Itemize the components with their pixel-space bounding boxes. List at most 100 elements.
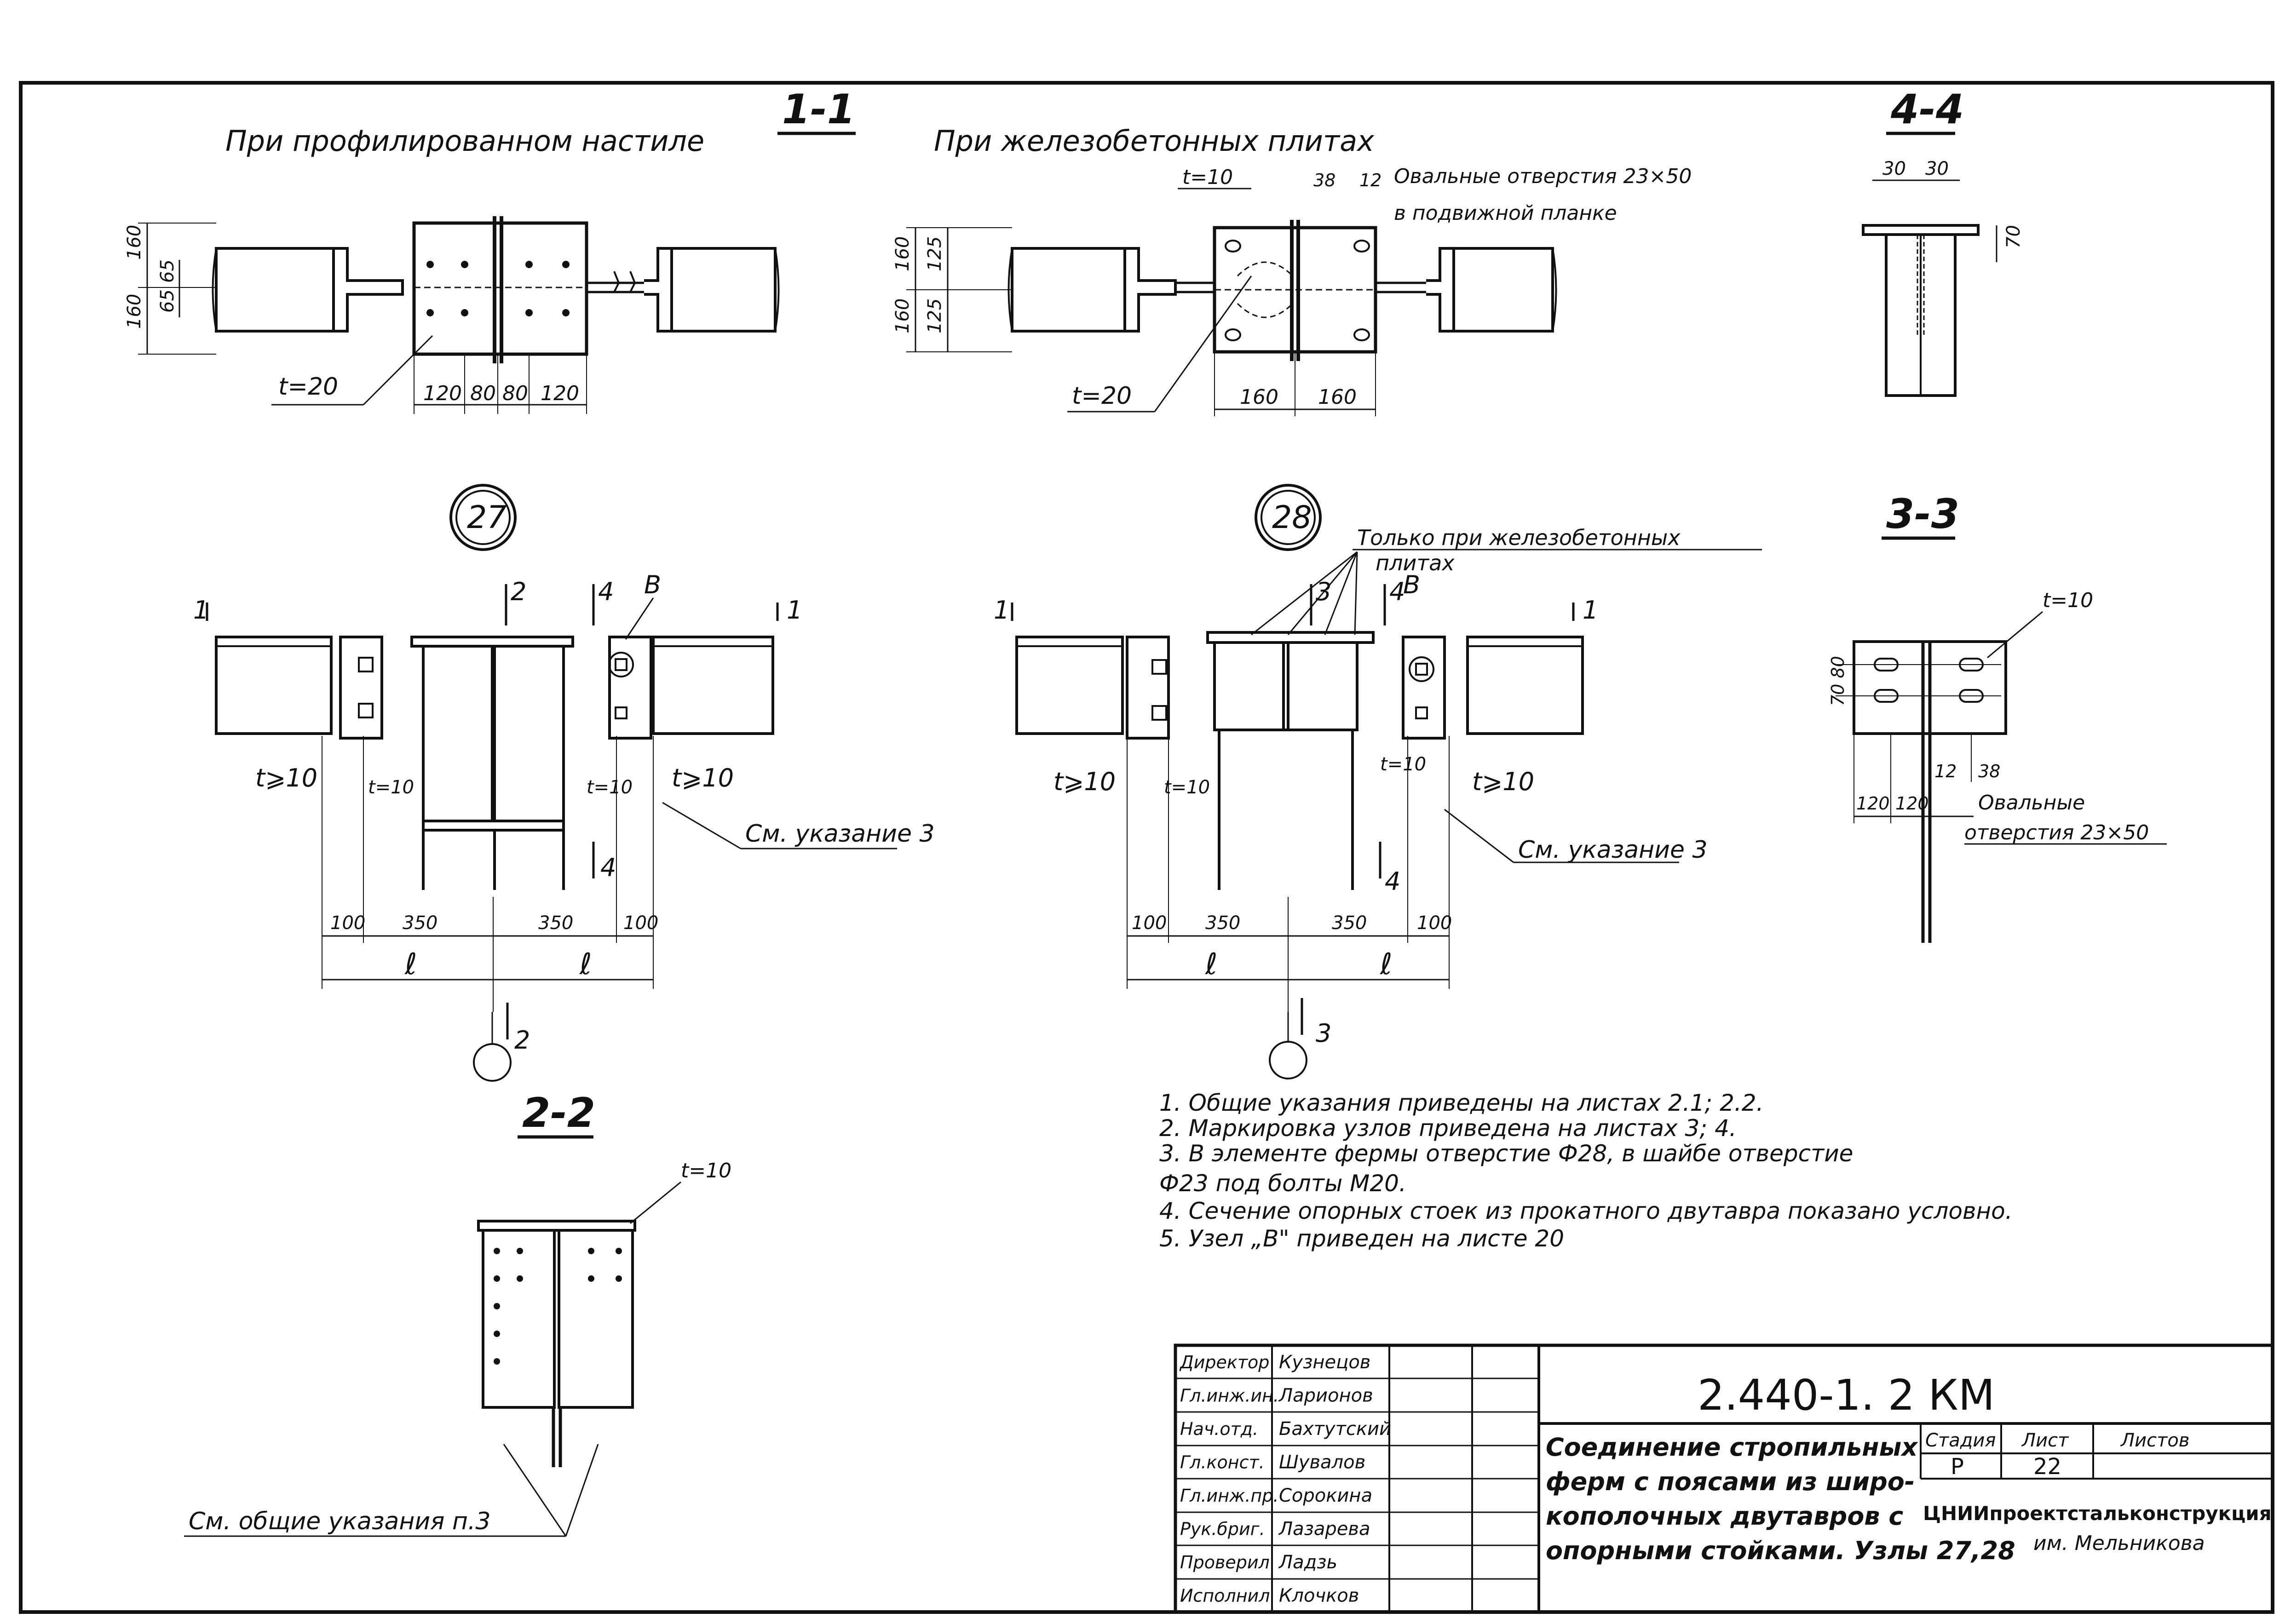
role-name: Лазарева [1278,1519,1370,1540]
role-name: Кузнецов [1279,1352,1370,1373]
svg-text:80: 80 [470,382,496,405]
role-name: Ларионов [1278,1385,1373,1406]
svg-text:t=10: t=10 [1182,166,1233,189]
svg-text:100: 100 [623,912,658,934]
svg-text:350: 350 [1332,912,1367,934]
role-label: Проверил [1180,1552,1270,1572]
svg-text:120: 120 [1895,793,1929,814]
node-27: 27 1 2 4 В 1 t⩾10 t=10 t= [193,484,935,1082]
svg-text:120: 120 [541,382,579,405]
svg-text:160: 160 [1318,385,1357,409]
role-name: Клочков [1279,1585,1359,1607]
role-label: Исполнил [1180,1586,1270,1606]
svg-text:4: 4 [1385,867,1400,896]
svg-text:4: 4 [1389,577,1405,606]
title-block: 2.440-1. 2 КМ Соединение стропильных фер… [1174,1343,2274,1614]
section-3-3: 3-3 t=10 70 80 12 38 120 120 Овальные от… [1828,490,2167,943]
beam-left-11 [215,247,335,333]
svg-text:ℓ: ℓ [579,947,592,981]
role-label: Гл.инж.пр. [1180,1486,1278,1506]
svg-text:t⩾10: t⩾10 [672,763,734,792]
svg-text:t=10: t=10 [368,777,414,798]
svg-text:160: 160 [124,294,145,329]
sheet-label: Лист [2021,1430,2069,1451]
svg-text:12: 12 [1359,170,1382,190]
svg-text:t=10: t=10 [681,1159,731,1182]
svg-text:ℓ: ℓ [1205,947,1217,981]
svg-text:80: 80 [502,382,528,405]
t20-label-11b: t=20 [1072,382,1132,410]
note-3b: Ф23 под болты М20. [1159,1170,1406,1197]
svg-text:t⩾10: t⩾10 [255,763,317,792]
svg-text:3: 3 [1316,577,1331,606]
note-1: 1. Общие указания приведены на листах 2.… [1159,1090,1763,1116]
svg-text:t=10: t=10 [1164,777,1210,798]
svg-text:4: 4 [598,577,614,606]
svg-text:70: 70 [2003,225,2024,248]
svg-text:100: 100 [1132,912,1167,934]
only-rc-1: Только при железобетонных [1357,525,1681,550]
note-2: 2. Маркировка узлов приведена на листах … [1159,1115,1737,1142]
svg-text:160: 160 [892,236,913,271]
node-28: 28 Только при железобетонных плитах 1 3 … [994,484,1762,1079]
svg-text:160: 160 [1240,385,1278,409]
svg-text:4: 4 [600,853,616,882]
svg-text:t⩾10: t⩾10 [1053,767,1116,796]
role-label: Директор [1179,1352,1269,1372]
only-rc-2: плитах [1376,551,1455,575]
section-title-3-3: 3-3 [1886,490,1959,538]
sheets-label: Листов [2120,1430,2189,1451]
org-name: ЦНИИпроектстальконструкция [1923,1502,2272,1525]
svg-text:65: 65 [157,289,178,313]
see-general-3: См. общие указания п.3 [189,1508,491,1535]
section-title-1-1: 1-1 [782,86,855,133]
section-1-1-rc-slabs: При железобетонных плитах t=10 38 12 Ова… [892,124,1692,416]
section-4-4: 4-4 30 30 70 [1862,86,2024,397]
beam-right-11b [1452,247,1554,333]
general-notes: 1. Общие указания приведены на листах 2.… [1159,1090,2013,1252]
svg-text:125: 125 [924,298,945,333]
section-2-2: 2-2 t=10 См. общие указания п.3 [184,1089,731,1537]
svg-text:3: 3 [1316,1019,1331,1048]
svg-text:t=10: t=10 [587,777,633,798]
role-name: Сорокина [1279,1485,1372,1506]
svg-text:160: 160 [124,225,145,260]
svg-text:1: 1 [787,596,802,625]
role-name: Шувалов [1279,1452,1365,1473]
oval-holes-caption: Овальные отверстия 23×50 [1394,165,1692,188]
org-name-2: им. Мельникова [2033,1532,2205,1555]
caption-rc-slabs: При железобетонных плитах [934,124,1375,158]
role-label: Рук.бриг. [1180,1519,1265,1539]
svg-text:12: 12 [1934,761,1957,781]
section-title-2-2: 2-2 [522,1089,595,1136]
see-note3-27: См. указание 3 [745,820,935,848]
svg-text:70 80: 70 80 [1828,656,1848,706]
svg-text:ℓ: ℓ [404,947,417,981]
svg-text:125: 125 [924,236,945,271]
t20-label-11: t=20 [278,373,338,401]
svg-text:30: 30 [1925,158,1949,179]
note-3: 3. В элементе фермы отверстие Ф28, в шай… [1159,1140,1853,1167]
svg-text:100: 100 [330,912,365,934]
svg-text:1: 1 [994,596,1009,625]
svg-text:65: 65 [157,259,178,283]
title-line-3: кополочных двутавров с [1546,1502,1903,1531]
title-line-1: Соединение стропильных [1546,1433,1918,1462]
svg-text:38: 38 [1313,170,1335,190]
svg-text:350: 350 [403,912,437,934]
node-number-28: 28 [1272,499,1312,536]
node-number-27: 27 [467,499,507,536]
svg-text:ℓ: ℓ [1380,947,1392,981]
stage-value: Р [1951,1454,1964,1480]
section-title-4-4: 4-4 [1890,86,1964,133]
role-label: Гл.инж.ин. [1180,1386,1279,1406]
note-4: 4. Сечение опорных стоек из прокатного д… [1159,1198,2013,1224]
title-line-2: ферм с поясами из широ- [1546,1467,1915,1496]
role-name: Ладзь [1278,1552,1337,1573]
caption-profiled: При профилированном настиле [225,124,704,158]
svg-text:38: 38 [1978,761,2000,781]
role-label: Нач.отд. [1180,1419,1258,1439]
svg-text:2: 2 [514,1026,530,1055]
svg-text:100: 100 [1417,912,1452,934]
